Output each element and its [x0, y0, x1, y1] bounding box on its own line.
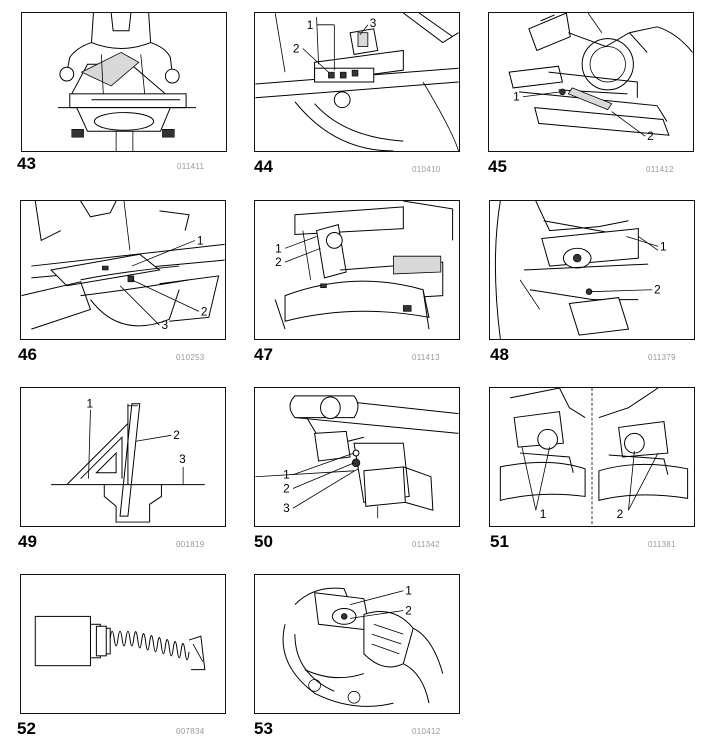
figure-code: 001819: [176, 540, 205, 549]
callout-label: 2: [173, 428, 180, 442]
callout-label: 2: [283, 481, 290, 495]
callout-label: 1: [197, 233, 204, 247]
figure-number: 43: [17, 154, 36, 173]
figure-number: 46: [18, 345, 37, 364]
bevel-stop-illustration: 1 2 3: [255, 395, 459, 519]
miter-scale-pointer-illustration: 1 2 3: [21, 201, 225, 332]
figure-number: 45: [488, 157, 507, 176]
figure-48-image: 1 2: [489, 200, 695, 340]
figure-code: 011381: [648, 540, 676, 549]
figure-code: 011413: [412, 353, 440, 362]
callout-label: 1: [307, 18, 314, 32]
figure-52-image: [20, 574, 226, 714]
figure-code: 011411: [177, 162, 205, 171]
callout-label: 3: [283, 501, 290, 515]
callout-label: 3: [179, 452, 186, 466]
figure-44-image: 1 3 2: [254, 12, 460, 152]
figure-number: 51: [490, 532, 509, 551]
bevel-scale-illustration: 1 2: [274, 201, 454, 330]
callout-label: 2: [275, 255, 282, 269]
blade-square-alignment-diagram: 1 2 3: [51, 397, 205, 523]
brush-holder-cap-illustration: 1 2: [282, 584, 444, 707]
callout-label: 2: [201, 304, 208, 318]
figure-46-image: 1 2 3: [20, 200, 226, 340]
fence-adjustment-illustration: 1 3 2: [255, 13, 459, 151]
figure-number: 48: [490, 345, 509, 364]
figure-50-image: 1 2 3: [254, 387, 460, 527]
callout-label: 2: [405, 603, 412, 617]
figure-number: 44: [254, 157, 273, 176]
callout-label: 1: [660, 239, 667, 253]
bevel-angle-pointer-illustration: 1 2: [499, 388, 689, 526]
callout-label: 3: [370, 16, 377, 30]
callout-label: 3: [161, 318, 168, 332]
figure-53-image: 1 2: [254, 574, 460, 714]
figure-code: 011342: [412, 540, 440, 549]
callout-label: 2: [654, 283, 661, 297]
callout-label: 1: [513, 90, 520, 104]
figure-51-image: 1 2: [489, 387, 695, 527]
figure-47-image: 1 2: [254, 200, 460, 340]
callout-label: 2: [617, 507, 624, 521]
figure-code: 010410: [412, 165, 441, 174]
figure-number: 53: [254, 719, 273, 738]
callout-label: 1: [405, 584, 412, 598]
callout-label: 1: [283, 468, 290, 482]
callout-label: 1: [275, 241, 282, 255]
figure-code: 007834: [176, 727, 205, 736]
saw-carrying-illustration: [57, 13, 196, 151]
figure-number: 47: [254, 345, 273, 364]
figure-number: 50: [254, 532, 273, 551]
callout-label: 2: [293, 41, 300, 55]
figure-code: 011412: [646, 165, 674, 174]
carbon-brush-diagram: [34, 615, 206, 671]
callout-label: 1: [87, 397, 94, 411]
figure-code: 010253: [176, 353, 205, 362]
saw-miter-lock-illustration: 1 2: [508, 13, 693, 143]
callout-label: 2: [647, 129, 654, 143]
figure-number: 52: [17, 719, 36, 738]
figure-number: 49: [18, 532, 37, 551]
figure-45-image: 1 2: [488, 12, 694, 152]
figure-49-image: 1 2 3: [20, 387, 226, 527]
figure-code: 011379: [648, 353, 676, 362]
figure-43-image: [21, 12, 227, 152]
figure-code: 010412: [412, 727, 441, 736]
callout-label: 1: [540, 507, 547, 521]
bevel-lever-illustration: 1 2: [494, 201, 667, 339]
